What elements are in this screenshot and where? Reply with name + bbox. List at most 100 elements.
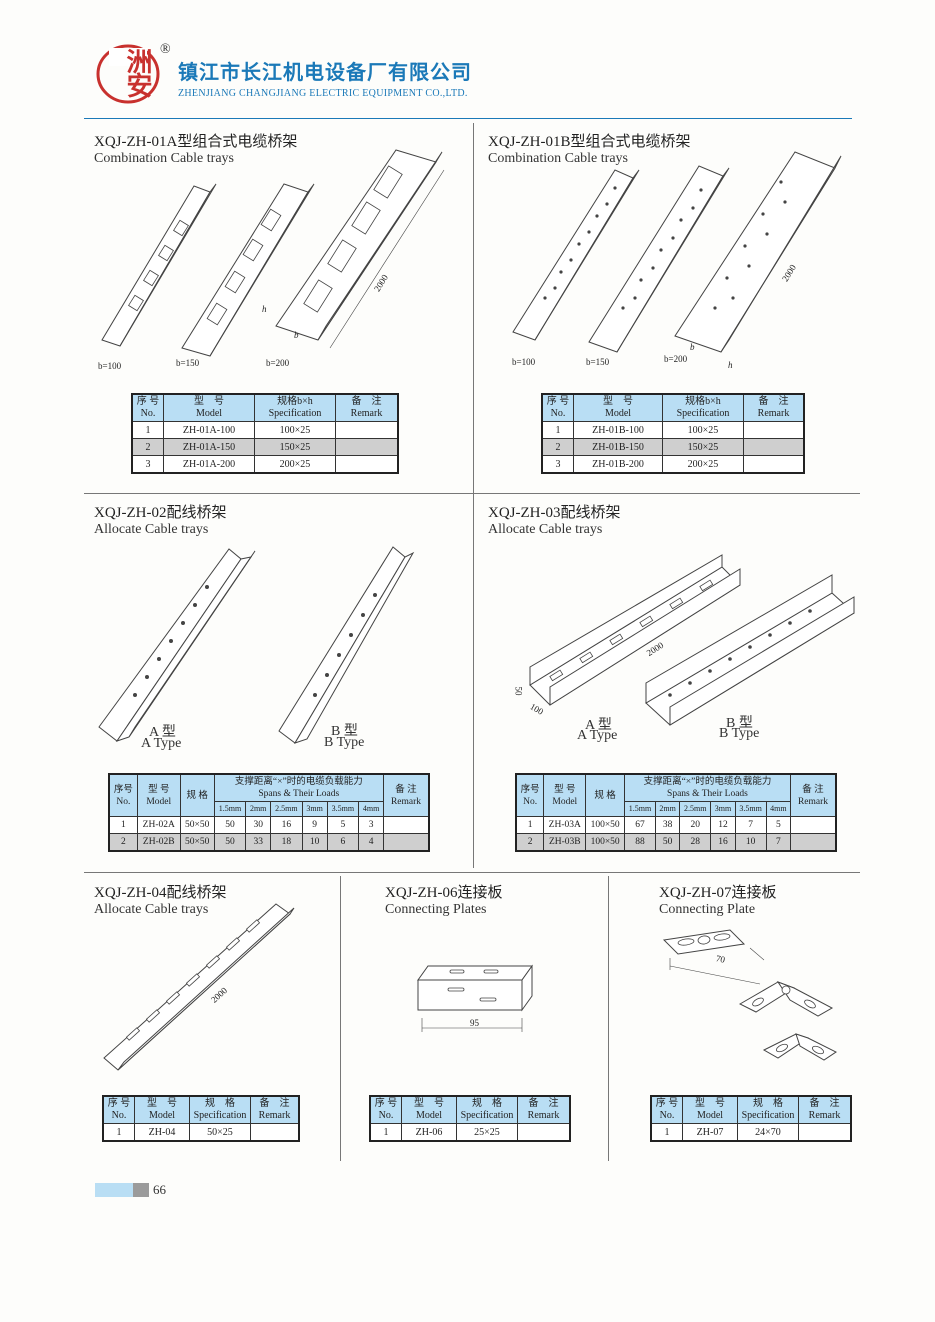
panel6-subtitle: Connecting Plates — [385, 902, 487, 917]
th-span-3: 2.5mm — [270, 801, 303, 817]
p4-a-type-en: A Type — [577, 728, 618, 743]
p4-b-type-cn: B 型 — [726, 716, 753, 731]
connecting-plate-06 — [417, 964, 533, 1032]
header-rule — [84, 118, 852, 119]
panel4-title: XQJ-ZH-03配线桥架 — [488, 505, 621, 521]
divider-h2 — [84, 872, 860, 873]
panel3-title: XQJ-ZH-02配线桥架 — [94, 505, 227, 521]
panel3-subtitle: Allocate Cable trays — [94, 522, 209, 537]
page-number-bar — [95, 1183, 133, 1197]
panel1-title: XQJ-ZH-01A型组合式电缆桥架 — [94, 134, 298, 150]
th-span-6: 4mm — [765, 801, 792, 817]
panel3-drawing — [98, 546, 415, 744]
th-span-4: 3mm — [301, 801, 328, 817]
registered-mark: ® — [160, 42, 171, 57]
th-span-5: 3.5mm — [734, 801, 767, 817]
panel2-title: XQJ-ZH-01B型组合式电缆桥架 — [488, 134, 691, 150]
panel4-subtitle: Allocate Cable trays — [488, 522, 603, 537]
page-number-bar-gray — [133, 1183, 149, 1197]
tray-a-200 — [275, 149, 445, 349]
th-span-2: 2mm — [245, 801, 272, 817]
th-span-1: 1.5mm — [213, 801, 247, 817]
connecting-plate-07-flat — [662, 929, 765, 985]
panel2-drawing — [512, 151, 842, 353]
th-spec: 规 格 — [585, 773, 625, 817]
p4-a-type-cn: A 型 — [585, 718, 612, 733]
panel7-subtitle: Connecting Plate — [659, 902, 756, 917]
p2-label-b150: b=150 — [586, 357, 610, 367]
panel6-drawing — [417, 964, 533, 1032]
tray-03a — [529, 554, 741, 706]
divider-h1 — [84, 493, 860, 494]
p4-dim-height: 50 — [513, 686, 524, 696]
p1-label-b150: b=150 — [176, 358, 200, 368]
panel2-subtitle: Combination Cable trays — [488, 151, 628, 166]
tray-04 — [103, 903, 295, 1071]
panel5-title: XQJ-ZH-04配线桥架 — [94, 885, 227, 901]
company-name-cn: 镇江市长江机电设备厂有限公司 — [178, 60, 472, 84]
th-spec: 规 格 — [179, 773, 215, 817]
p2-label-h: h — [728, 360, 733, 370]
connecting-plate-07-angled — [738, 980, 834, 1017]
p2-label-b200: b=200 — [664, 354, 688, 364]
th-span-5: 3.5mm — [326, 801, 360, 817]
p3-a-type-cn: A 型 — [149, 725, 176, 740]
p4-b-type-en: B Type — [719, 726, 760, 741]
panel5-drawing — [103, 903, 295, 1071]
panel6-title: XQJ-ZH-06连接板 — [385, 885, 503, 901]
divider-v1 — [473, 123, 474, 868]
panel5-subtitle: Allocate Cable trays — [94, 902, 209, 917]
logo-text: 洲安 — [123, 48, 152, 96]
th-span-6: 4mm — [358, 801, 384, 817]
p3-b-type-cn: B 型 — [331, 724, 358, 739]
panel4-drawing — [529, 554, 855, 726]
p1-label-b100: b=100 — [98, 361, 122, 371]
p2-label-b100: b=100 — [512, 357, 536, 367]
panel7-drawing — [662, 929, 837, 1061]
p1-label-b: b — [294, 330, 299, 340]
company-name-en: ZHENJIANG CHANGJIANG ELECTRIC EQUIPMENT … — [178, 88, 468, 99]
panel1-subtitle: Combination Cable trays — [94, 151, 234, 166]
tray-a-100 — [101, 183, 217, 347]
p3-a-type-en: A Type — [141, 736, 182, 751]
th-span-4: 3mm — [710, 801, 736, 817]
company-logo: 洲安 — [95, 40, 161, 106]
tray-b-150 — [588, 165, 730, 353]
th-span-1: 1.5mm — [623, 801, 656, 817]
tray-03b — [645, 574, 855, 726]
page-number: 66 — [153, 1182, 166, 1197]
tray-a-150 — [181, 183, 315, 357]
